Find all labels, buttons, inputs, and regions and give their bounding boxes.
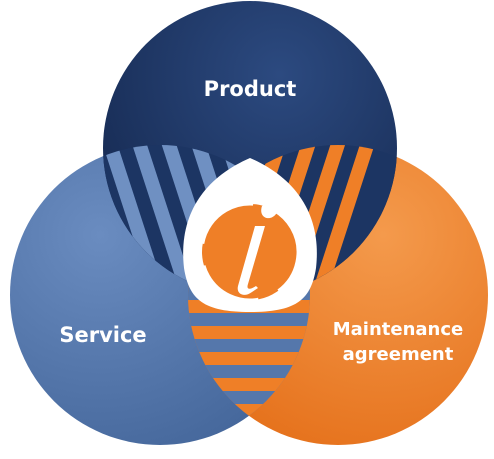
maintenance-label-line-2: agreement: [343, 344, 454, 365]
product-label: Product: [204, 77, 297, 101]
info-i-icon: [200, 202, 300, 302]
maintenance-label-line-1: Maintenance: [333, 319, 464, 340]
service-label: Service: [59, 323, 146, 347]
